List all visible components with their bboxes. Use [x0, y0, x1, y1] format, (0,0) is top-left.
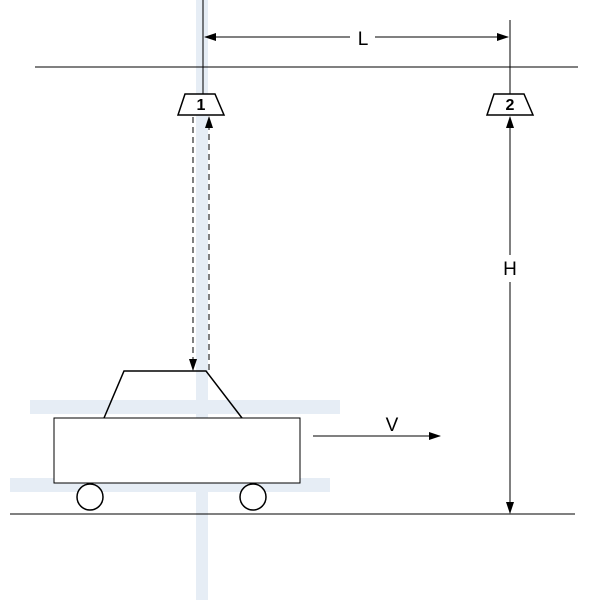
sensor-1: 1 — [176, 93, 226, 116]
car-body — [53, 417, 301, 484]
sensor-2: 2 — [485, 93, 535, 116]
spacing-dimension: L — [202, 0, 511, 94]
car-cabin — [103, 370, 243, 419]
spacing-label: L — [358, 29, 369, 50]
sensor-1-label: 1 — [197, 97, 206, 114]
height-dimension: H — [503, 116, 517, 514]
car — [53, 370, 301, 511]
height-label: H — [503, 259, 517, 280]
car-rear-wheel — [239, 483, 267, 511]
sensor-2-label: 2 — [506, 97, 515, 114]
background-watermark — [10, 0, 340, 600]
car-front-wheel — [76, 483, 104, 511]
velocity-label: V — [386, 415, 399, 436]
